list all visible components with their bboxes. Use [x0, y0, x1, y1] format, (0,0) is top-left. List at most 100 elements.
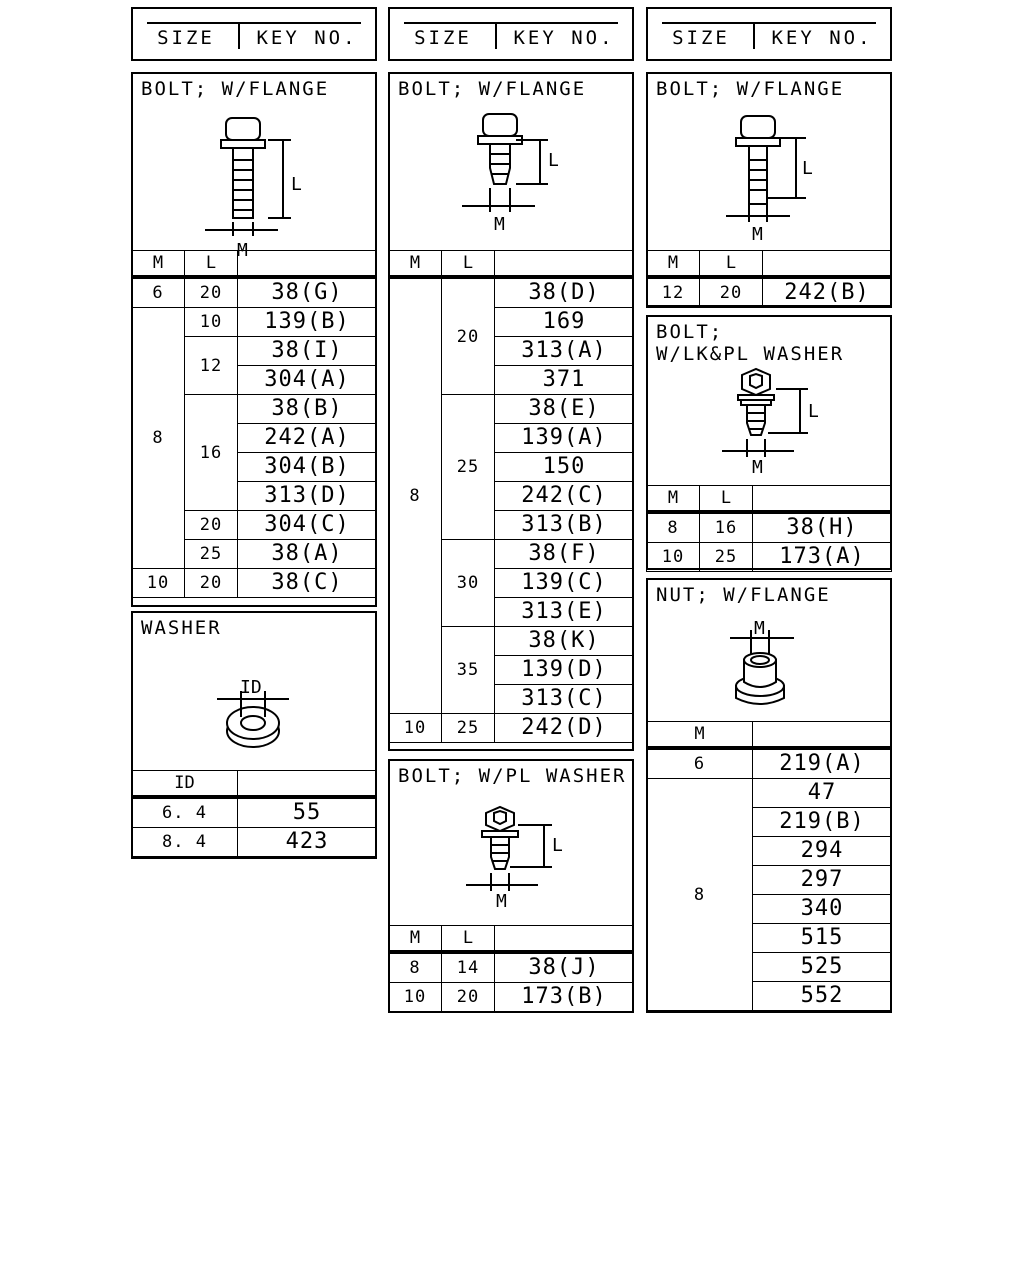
size-label: SIZE — [157, 27, 215, 49]
cell-key: 38(J) — [494, 951, 634, 983]
cell-l: 25 — [441, 394, 495, 540]
cell-l: 20 — [184, 276, 238, 308]
cell-key: 139(B) — [237, 307, 377, 337]
cell-key: 304(C) — [237, 510, 377, 540]
panel-title: NUT; W/FLANGE — [656, 584, 831, 606]
size-label: SIZE — [414, 27, 472, 49]
cell-key: 304(B) — [237, 452, 377, 482]
cell-l: 10 — [184, 307, 238, 337]
header-col-3: SIZE KEY NO. — [646, 7, 892, 61]
cell-key: 515 — [752, 923, 892, 953]
pl-washer-bolt-drawing: L M — [466, 805, 563, 912]
cell-l: 14 — [441, 951, 495, 983]
cell-key: 304(A) — [237, 365, 377, 395]
cell-key: 313(E) — [494, 597, 634, 627]
dim-m-label: M — [754, 618, 765, 639]
cell-m: 8 — [131, 307, 185, 569]
cell-key: 242(B) — [762, 276, 892, 308]
col-l: L — [699, 485, 753, 514]
col-m: M — [646, 721, 753, 750]
cell-m: 6 — [131, 276, 185, 308]
cell-key: 38(I) — [237, 336, 377, 366]
cell-key: 38(C) — [237, 568, 377, 598]
cell-key: 139(D) — [494, 655, 634, 685]
cell-key: 38(A) — [237, 539, 377, 569]
cell-l: 20 — [441, 276, 495, 395]
cell-l: 20 — [441, 982, 495, 1012]
cell-key: 313(C) — [494, 684, 634, 714]
lk-pl-washer-bolt-drawing: L M — [722, 367, 819, 478]
flange-bolt-drawing: L M — [205, 117, 302, 261]
cell-key: 242(C) — [494, 481, 634, 511]
cell-m: 8 — [646, 511, 700, 543]
panel-title: WASHER — [141, 617, 222, 639]
panel-title: BOLT; W/LK&PL WASHER — [656, 321, 845, 365]
cell-id: 6. 4 — [131, 796, 238, 828]
cell-key: 371 — [494, 365, 634, 395]
cell-key: 38(B) — [237, 394, 377, 424]
dim-id-label: ID — [240, 677, 262, 698]
cell-m: 6 — [646, 747, 753, 779]
cell-l: 35 — [441, 626, 495, 714]
cell-key: 38(K) — [494, 626, 634, 656]
panel-title: BOLT; W/FLANGE — [398, 78, 587, 100]
cell-key: 313(B) — [494, 510, 634, 540]
cell-l: 20 — [699, 276, 763, 308]
cell-key: 219(B) — [752, 807, 892, 837]
col-l: L — [184, 250, 238, 279]
cell-key: 313(A) — [494, 336, 634, 366]
cell-key: 139(C) — [494, 568, 634, 598]
cell-key: 173(B) — [494, 982, 634, 1012]
dim-m-label: M — [496, 891, 507, 912]
cell-key: 38(H) — [752, 511, 892, 543]
cell-id: 8. 4 — [131, 827, 238, 857]
cell-key: 525 — [752, 952, 892, 982]
cell-l: 20 — [184, 568, 238, 598]
size-label: SIZE — [672, 27, 730, 49]
col-l: L — [441, 250, 495, 279]
key-no-label: KEY NO. — [771, 27, 873, 49]
cell-m: 10 — [388, 982, 442, 1012]
cell-key: 38(G) — [237, 276, 377, 308]
cell-l: 25 — [441, 713, 495, 743]
cell-key: 173(A) — [752, 542, 892, 572]
panel-title: BOLT; W/FLANGE — [656, 78, 845, 100]
dim-m-label: M — [752, 457, 763, 478]
header-col-1: SIZE KEY NO. — [131, 7, 377, 61]
cell-m: 10 — [388, 713, 442, 743]
col-l: L — [441, 925, 495, 954]
cell-key: 55 — [237, 796, 377, 828]
flange-nut-drawing: M — [730, 618, 794, 705]
cell-key: 38(D) — [494, 276, 634, 308]
cell-key: 423 — [237, 827, 377, 857]
col-m: M — [388, 250, 442, 279]
cell-key: 552 — [752, 981, 892, 1011]
col-m: M — [388, 925, 442, 954]
cell-key: 340 — [752, 894, 892, 924]
col-m: M — [646, 250, 700, 279]
panel-title: BOLT; W/PL WASHER — [398, 765, 627, 787]
flange-bolt-drawing: L M — [462, 113, 559, 235]
cell-l: 30 — [441, 539, 495, 627]
cell-l: 12 — [184, 336, 238, 395]
col-id: ID — [131, 770, 238, 799]
dim-l-label: L — [552, 835, 563, 856]
cell-key: 139(A) — [494, 423, 634, 453]
cell-key: 294 — [752, 836, 892, 866]
col-m: M — [646, 485, 700, 514]
cell-key: 242(D) — [494, 713, 634, 743]
cell-m: 12 — [646, 276, 700, 308]
key-no-label: KEY NO. — [513, 27, 615, 49]
cell-l: 16 — [699, 511, 753, 543]
cell-l: 16 — [184, 394, 238, 511]
cell-m: 8 — [646, 778, 753, 1011]
cell-key: 169 — [494, 307, 634, 337]
